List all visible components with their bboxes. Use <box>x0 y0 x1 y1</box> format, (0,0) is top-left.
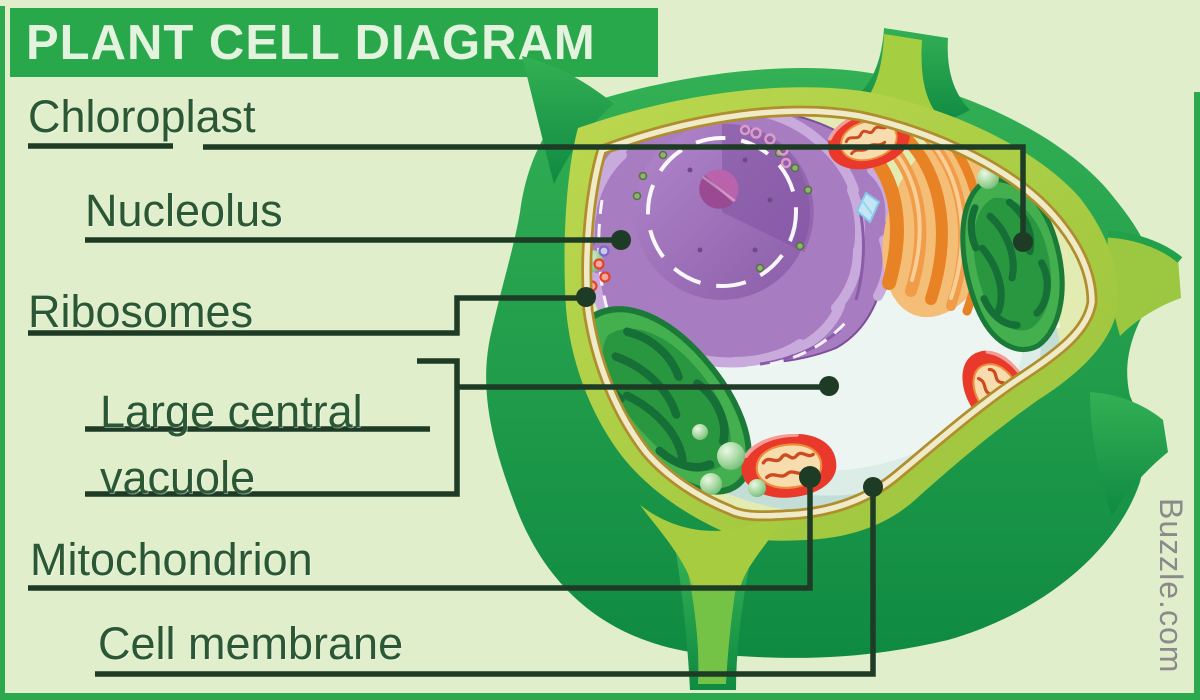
label-large-central-vacuole-line1: Large central <box>100 386 363 437</box>
cell-wall-arm-upper-left <box>522 56 614 184</box>
leader-ribosomes <box>28 295 578 336</box>
nuclear-pores <box>632 148 813 273</box>
chromatin-dots <box>687 157 773 253</box>
watermark: Buzzle.com <box>1153 498 1189 674</box>
title-banner: PLANT CELL DIAGRAM <box>10 8 658 77</box>
leader-lines <box>28 143 1026 677</box>
label-nucleolus: Nucleolus <box>85 185 283 236</box>
nucleoplasm-shade <box>722 123 814 252</box>
page-title: PLANT CELL DIAGRAM <box>26 15 596 70</box>
nuclear-membrane-dashed-ring <box>646 136 798 288</box>
dot-ribosomes <box>576 287 596 307</box>
label-ribosomes: Ribosomes <box>28 286 254 337</box>
left-border <box>0 6 5 700</box>
label-cell-membrane: Cell membrane <box>98 618 404 669</box>
leader-cell-membrane <box>95 494 876 677</box>
cell-wall-arm-lower-right <box>1090 392 1168 516</box>
label-mitochondrion: Mitochondrion <box>30 534 313 585</box>
label-chloroplast: Chloroplast <box>28 91 256 142</box>
cell-wall-arm-right-edge <box>1107 230 1183 263</box>
cell-wall-arm-top-face <box>864 34 934 114</box>
dot-vacuole <box>819 376 839 396</box>
bottom-border <box>0 693 1200 700</box>
cell-junction-wedge <box>640 502 792 590</box>
nucleolus-circle <box>699 169 739 209</box>
dot-mitochondrion <box>799 466 821 488</box>
pink-rings <box>739 124 792 169</box>
leader-mitochondrion <box>28 484 813 591</box>
right-border <box>1194 92 1200 700</box>
leader-chloroplast <box>203 144 1026 236</box>
leader-dots <box>576 230 1033 497</box>
label-large-central-vacuole-line2: vacuole <box>100 452 256 503</box>
vesicle-crystal <box>855 191 881 224</box>
dot-cell-membrane <box>863 477 883 497</box>
leader-vacuole-bracket <box>85 358 460 497</box>
dot-nucleolus <box>611 230 631 250</box>
label-large-central-vacuole: Large central vacuole <box>100 379 363 511</box>
cell-membrane-line <box>581 105 1098 522</box>
cell-wall-arm-right <box>1107 234 1181 336</box>
dot-chloroplast <box>1013 232 1033 252</box>
